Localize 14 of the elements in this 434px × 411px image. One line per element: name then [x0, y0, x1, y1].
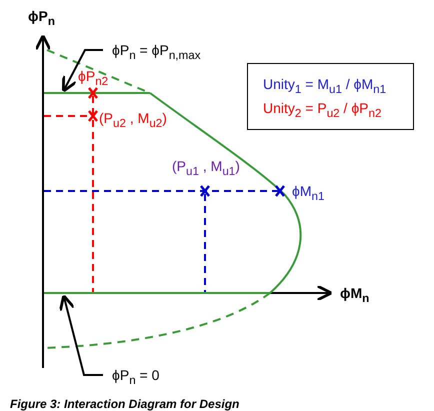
figure-caption: Figure 3: Interaction Diagram for Design: [10, 396, 240, 411]
leader-line: [58, 294, 103, 376]
axis-label: ϕM$_{n}$: [340, 285, 370, 307]
formula-text: Unity$_{1}$ = M$_{u1}$ / ϕM$_{n1}$: [263, 76, 386, 98]
leader-line: [62, 49, 103, 93]
formula-box: [247, 63, 414, 130]
callout-text: ϕP$_{n}$ = ϕP$_{n,max}$: [112, 42, 201, 64]
point-label: (P$_{u1}$ , M$_{u1}$): [172, 158, 240, 180]
callout-text: ϕP$_{n}$ = 0: [112, 367, 160, 389]
point-label: ϕP$_{n2}$: [78, 68, 108, 90]
formula-text: Unity$_{2}$ = P$_{u2}$ / ϕP$_{n2}$: [263, 100, 382, 122]
point-label: ϕM$_{n1}$: [292, 183, 324, 205]
point-label: (P$_{u2}$ , M$_{u2}$): [99, 110, 167, 132]
axis-label: ϕP$_{n}$: [28, 8, 55, 30]
